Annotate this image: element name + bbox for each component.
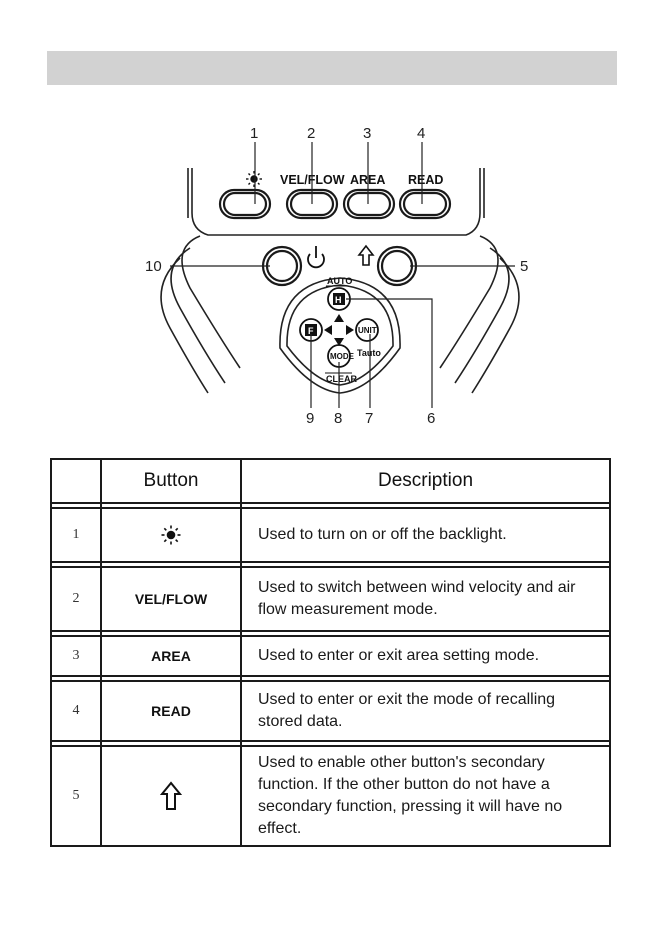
callout-10: 10 — [145, 258, 162, 275]
callout-5: 5 — [520, 258, 528, 275]
power-icon — [307, 246, 325, 269]
tauto-label: Tauto — [357, 348, 381, 358]
callout-9: 9 — [306, 410, 314, 427]
row-description: Used to switch between wind velocity and… — [240, 566, 611, 632]
hold-label: H — [335, 295, 342, 305]
clear-label: CLEAR — [326, 374, 357, 384]
row-button — [100, 745, 242, 847]
f-label: F — [308, 326, 314, 336]
table-row: 3 AREA Used to enter or exit area settin… — [50, 635, 611, 677]
row-number: 2 — [50, 566, 102, 632]
row-description: Used to enter or exit area setting mode. — [240, 635, 611, 677]
table-row: 1 Used to turn on or off the backlight. — [50, 507, 611, 563]
row-button: VEL/FLOW — [100, 566, 242, 632]
button-panel-diagram: VEL/FLOW AREA READ AUTO H F UNIT MODE Ta… — [130, 118, 550, 430]
row-button: AREA — [100, 635, 242, 677]
shift-arrow-icon — [160, 781, 182, 810]
callout-8: 8 — [334, 410, 342, 427]
mode-label: MODE — [330, 352, 355, 361]
row-button: READ — [100, 680, 242, 742]
row-description: Used to enable other button's secondary … — [240, 745, 611, 847]
table-row: 4 READ Used to enter or exit the mode of… — [50, 680, 611, 742]
row-description: Used to turn on or off the backlight. — [240, 507, 611, 563]
row-number: 5 — [50, 745, 102, 847]
callout-1: 1 — [250, 125, 258, 142]
table-row: 2 VEL/FLOW Used to switch between wind v… — [50, 566, 611, 632]
row-button — [100, 507, 242, 563]
header-description: Description — [240, 458, 611, 504]
table-row: 5 Used to enable other button's secondar… — [50, 745, 611, 847]
shift-arrow-icon — [357, 244, 375, 266]
callout-3: 3 — [363, 125, 371, 142]
section-header-bar — [47, 51, 617, 85]
unit-label: UNIT — [358, 326, 377, 335]
header-num — [50, 458, 102, 504]
callout-7: 7 — [365, 410, 373, 427]
header-button: Button — [100, 458, 242, 504]
button-description-table: Button Description 1 Used to turn on or … — [50, 458, 611, 847]
read-label: READ — [408, 173, 443, 187]
row-number: 3 — [50, 635, 102, 677]
callout-4: 4 — [417, 125, 425, 142]
callout-6: 6 — [427, 410, 435, 427]
row-description: Used to enter or exit the mode of recall… — [240, 680, 611, 742]
auto-label: AUTO — [327, 276, 352, 286]
row-number: 4 — [50, 680, 102, 742]
row-number: 1 — [50, 507, 102, 563]
sun-icon — [246, 171, 262, 187]
sun-icon — [161, 525, 181, 545]
callout-2: 2 — [307, 125, 315, 142]
table-header-row: Button Description — [50, 458, 611, 504]
